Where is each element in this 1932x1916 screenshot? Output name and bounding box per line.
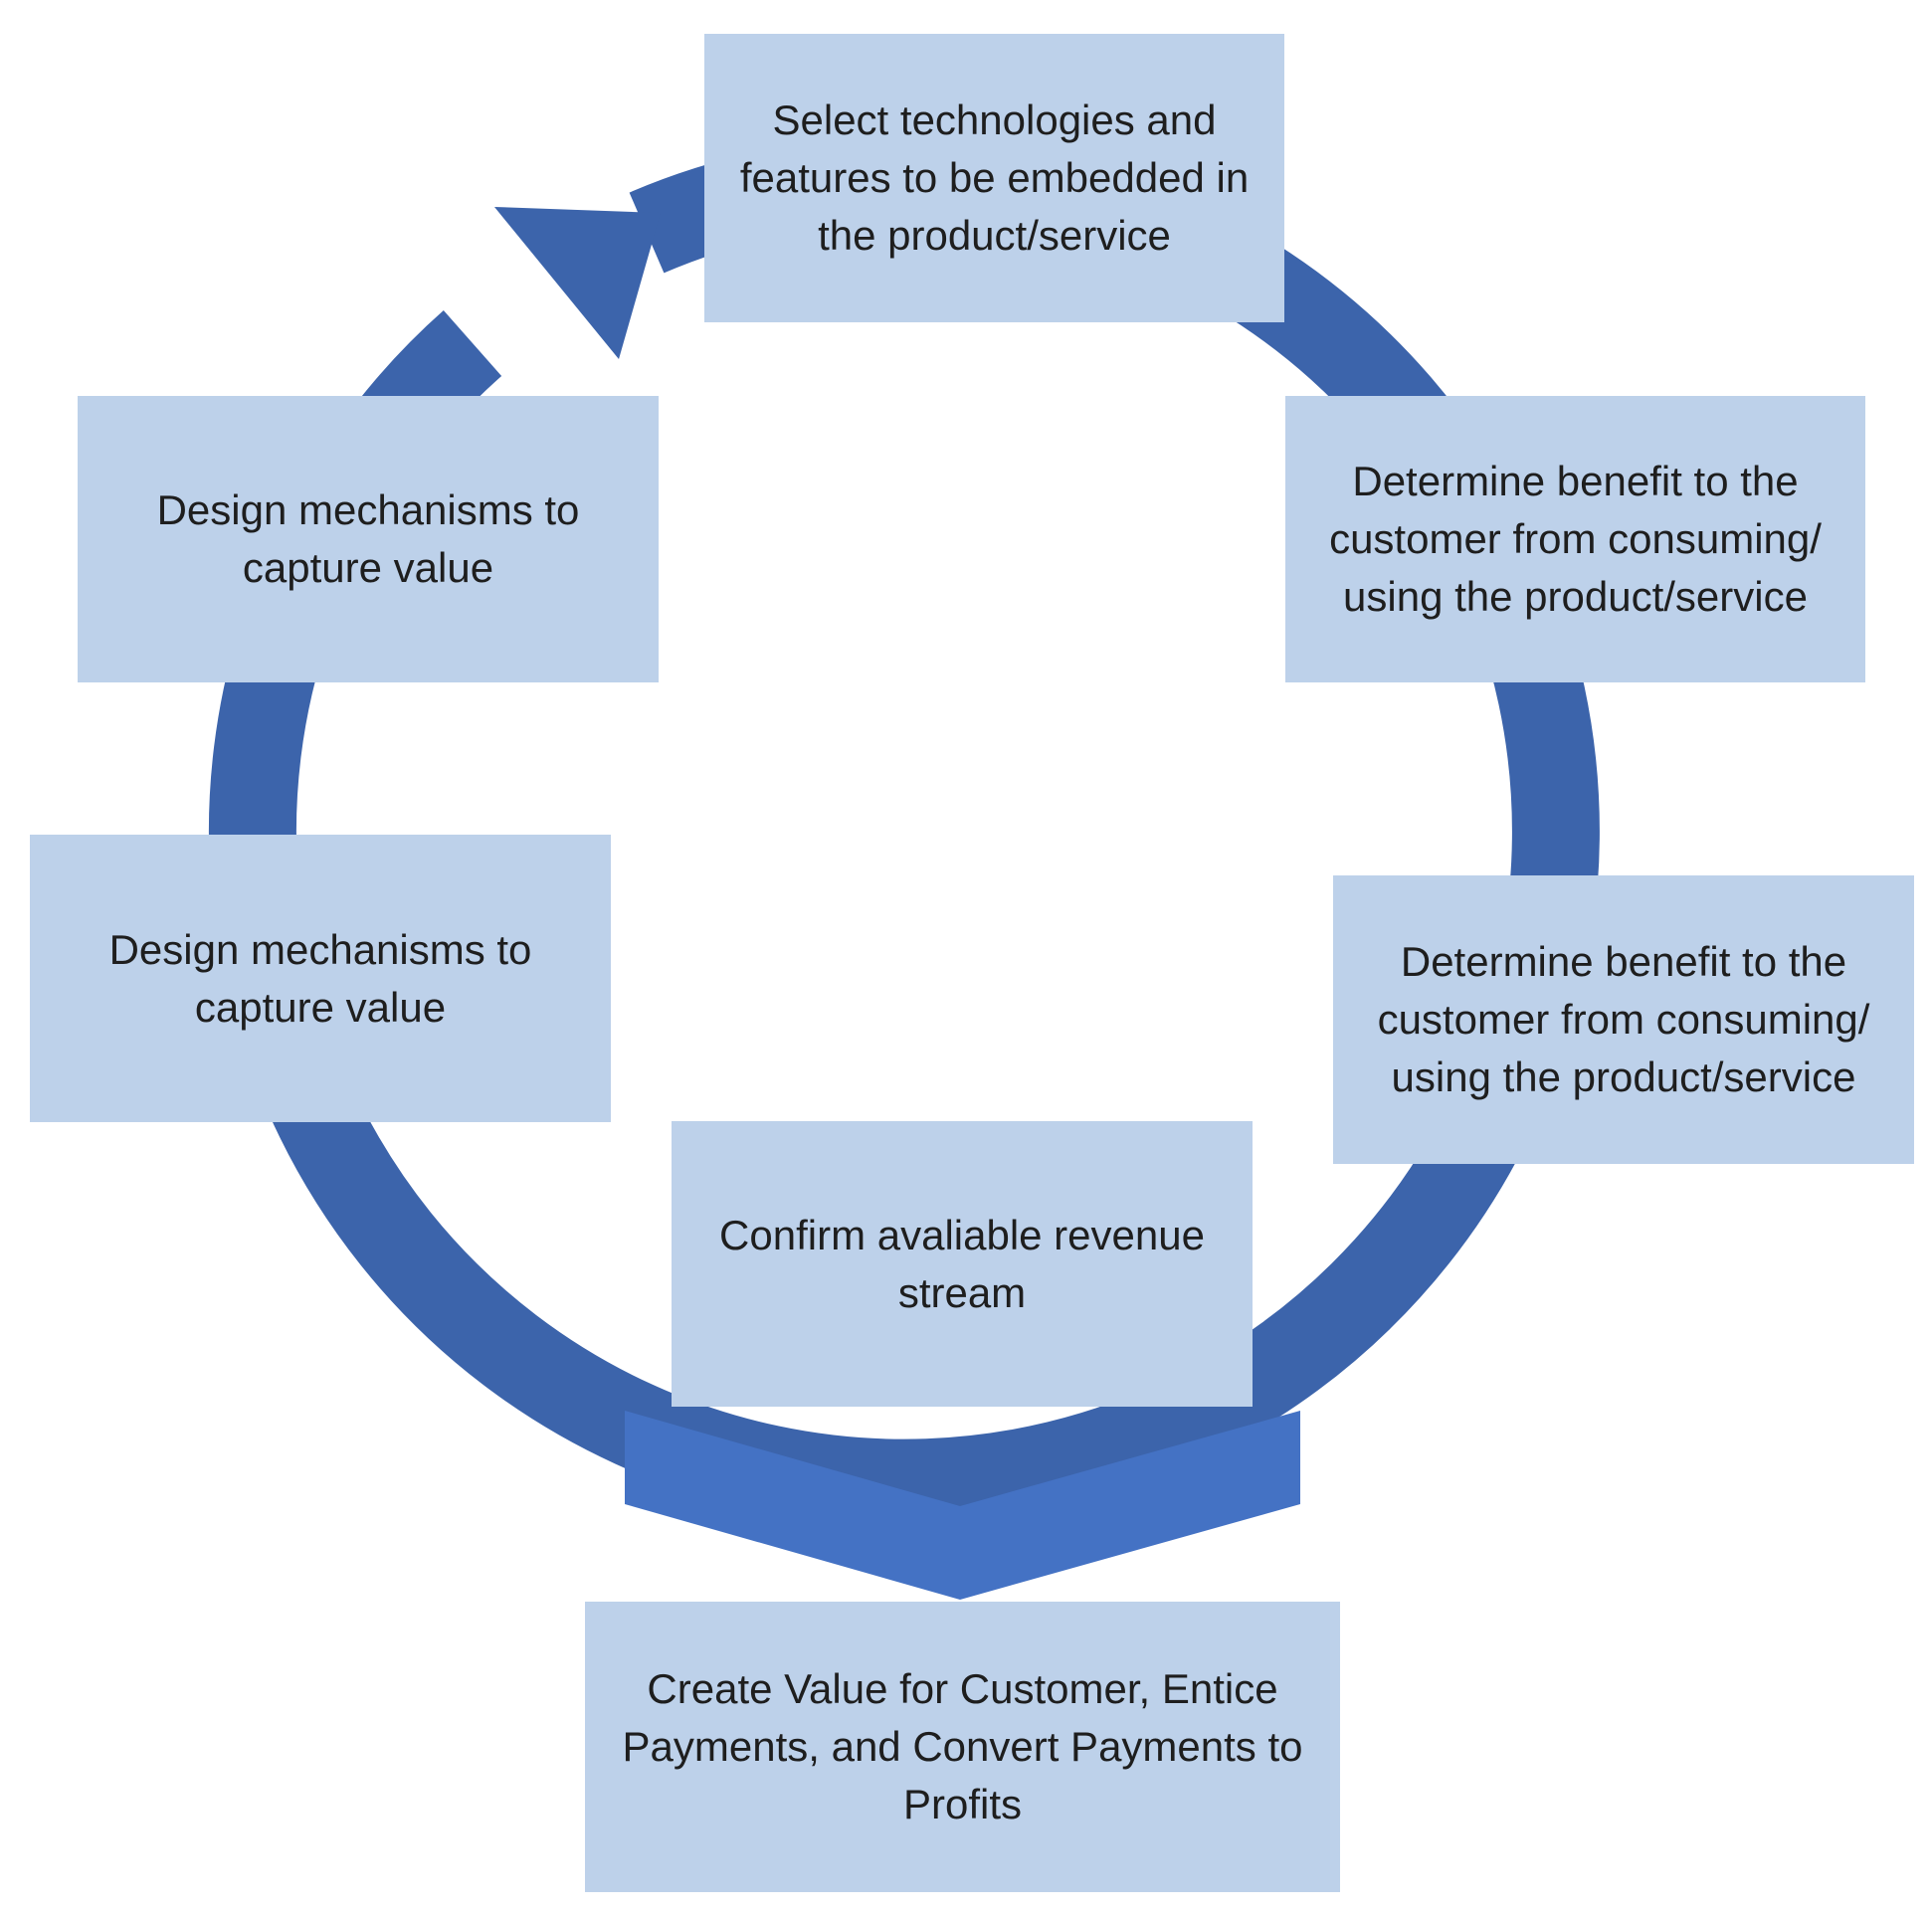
- step-design-mechanisms-1: Design mechanisms to capture value: [78, 396, 659, 682]
- outcome-chevron-arrow: [625, 1411, 1300, 1600]
- step-determine-benefit-2: Determine benefit to the customer from c…: [1333, 875, 1914, 1164]
- cycle-arrowhead: [494, 207, 661, 359]
- step-design-mechanisms-2: Design mechanisms to capture value: [30, 835, 611, 1122]
- step-select-technologies-text: Select technologies and features to be e…: [739, 96, 1250, 259]
- step-confirm-revenue: Confirm avaliable revenue stream: [672, 1121, 1253, 1407]
- outcome-box: Create Value for Customer, Entice Paymen…: [585, 1602, 1340, 1892]
- step-determine-benefit-1-text: Determine benefit to the customer from c…: [1329, 458, 1822, 620]
- step-determine-benefit-2-text: Determine benefit to the customer from c…: [1377, 938, 1870, 1100]
- outcome-text: Create Value for Customer, Entice Paymen…: [622, 1665, 1303, 1827]
- step-determine-benefit-1: Determine benefit to the customer from c…: [1285, 396, 1865, 682]
- step-design-mechanisms-2-text: Design mechanisms to capture value: [108, 925, 532, 1031]
- step-confirm-revenue-text: Confirm avaliable revenue stream: [719, 1211, 1205, 1316]
- step-select-technologies: Select technologies and features to be e…: [704, 34, 1284, 322]
- step-design-mechanisms-1-text: Design mechanisms to capture value: [156, 486, 580, 591]
